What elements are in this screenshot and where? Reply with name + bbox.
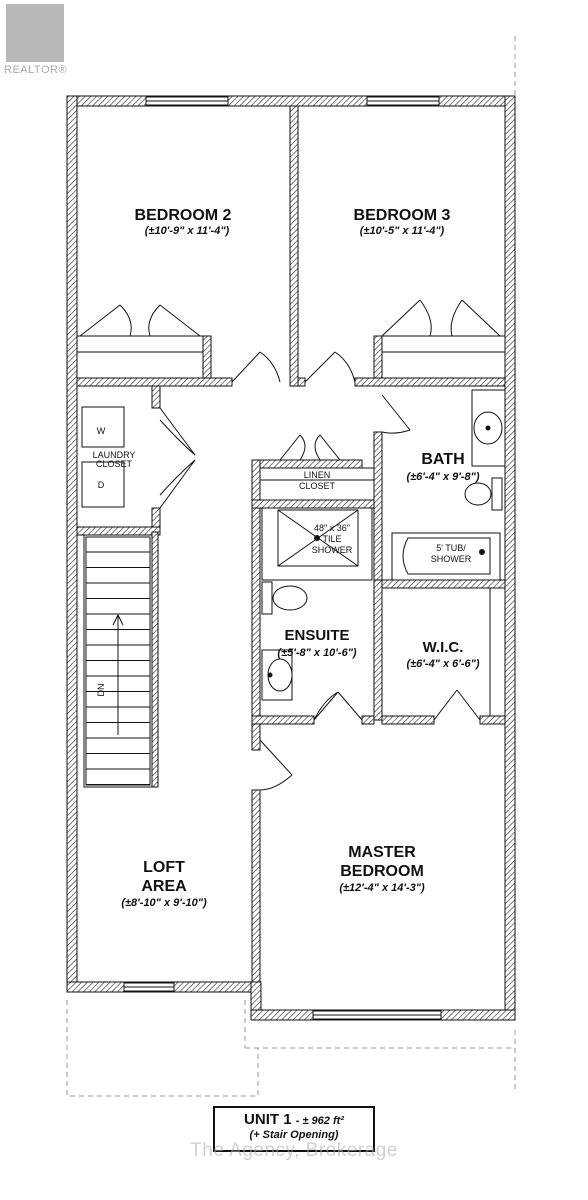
bath-size: (±6'-4" x 9'-8") xyxy=(406,471,479,483)
realtor-logo-text: REALTOR® xyxy=(4,64,68,76)
ensuite-name: ENSUITE xyxy=(284,627,349,644)
loft-line2: AREA xyxy=(141,878,187,895)
unit-note: (+ Stair Opening) xyxy=(249,1129,339,1141)
wic-name: W.I.C. xyxy=(423,639,464,656)
unit-name: UNIT 1 xyxy=(244,1111,292,1128)
ensuite-fixtures xyxy=(261,581,308,701)
washer-label: W xyxy=(97,426,106,436)
bedroom3-size: (±10'-5" x 11'-4") xyxy=(360,225,445,237)
windows xyxy=(123,96,442,1020)
tub xyxy=(391,532,501,581)
loft-size: (±8'-10" x 9'-10") xyxy=(121,897,207,909)
dryer-label: D xyxy=(98,480,105,490)
wic-size: (±6'-4" x 6'-6") xyxy=(406,658,479,670)
master-line1: MASTER xyxy=(348,844,416,861)
laundry-label-2: CLOSET xyxy=(96,459,133,469)
unit-title-box: UNIT 1 - ± 962 ft² (+ Stair Opening) xyxy=(213,1106,375,1152)
watermark: The Agency, Brokerage xyxy=(190,1140,398,1161)
closet-shelves xyxy=(76,335,506,716)
ensuite-size: (±5'-8" x 10'-6") xyxy=(277,647,357,659)
master-line2: BEDROOM xyxy=(340,863,424,880)
tile-shower xyxy=(261,507,373,581)
linen-label-2: CLOSET xyxy=(299,481,336,491)
laundry-label-1: LAUNDRY xyxy=(93,450,136,460)
stair-dn-label: DN xyxy=(96,684,106,697)
unit-title-line: UNIT 1 - ± 962 ft² xyxy=(215,1111,373,1128)
stair-arrow xyxy=(112,613,124,735)
tub-label-2: SHOWER xyxy=(431,554,472,564)
bath-name: BATH xyxy=(421,451,464,468)
bath-fixtures xyxy=(464,389,506,511)
bedroom2-size: (±10'-9" x 11'-4") xyxy=(145,225,230,237)
loft-line1: LOFT xyxy=(143,859,185,876)
shower-label-1: 48" x 36" xyxy=(314,523,350,533)
shower-label-2: TILE xyxy=(322,534,341,544)
realtor-logo xyxy=(6,4,64,62)
laundry-appliances xyxy=(81,406,125,508)
bedroom3-name: BEDROOM 3 xyxy=(354,207,451,224)
doors xyxy=(79,299,501,791)
tub-label-1: 5' TUB/ xyxy=(436,543,466,553)
shower-label-3: SHOWER xyxy=(312,545,353,555)
bedroom2-name: BEDROOM 2 xyxy=(135,207,232,224)
property-lines xyxy=(66,36,516,1097)
linen-label-1: LINEN xyxy=(304,470,331,480)
unit-area: - ± 962 ft² xyxy=(295,1115,344,1127)
master-size: (±12'-4" x 14'-3") xyxy=(339,882,425,894)
